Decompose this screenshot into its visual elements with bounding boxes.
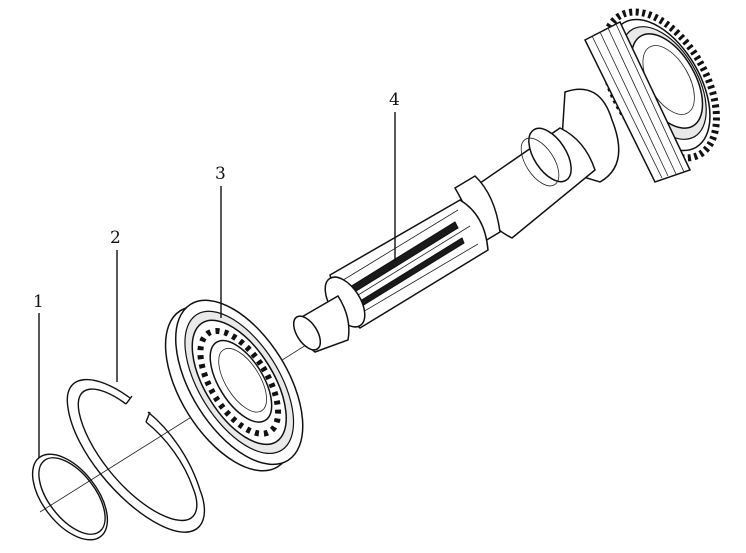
part-4-gear-shaft bbox=[292, 8, 720, 353]
callout-label-3: 3 bbox=[215, 164, 226, 184]
callout-label-4: 4 bbox=[389, 90, 400, 110]
callout-label-2: 2 bbox=[110, 228, 121, 248]
part-2-retaining-ring bbox=[66, 378, 206, 533]
part-1-snap-ring bbox=[31, 453, 109, 541]
part-3-ball-bearing bbox=[164, 299, 304, 472]
callout-label-1: 1 bbox=[33, 292, 44, 312]
